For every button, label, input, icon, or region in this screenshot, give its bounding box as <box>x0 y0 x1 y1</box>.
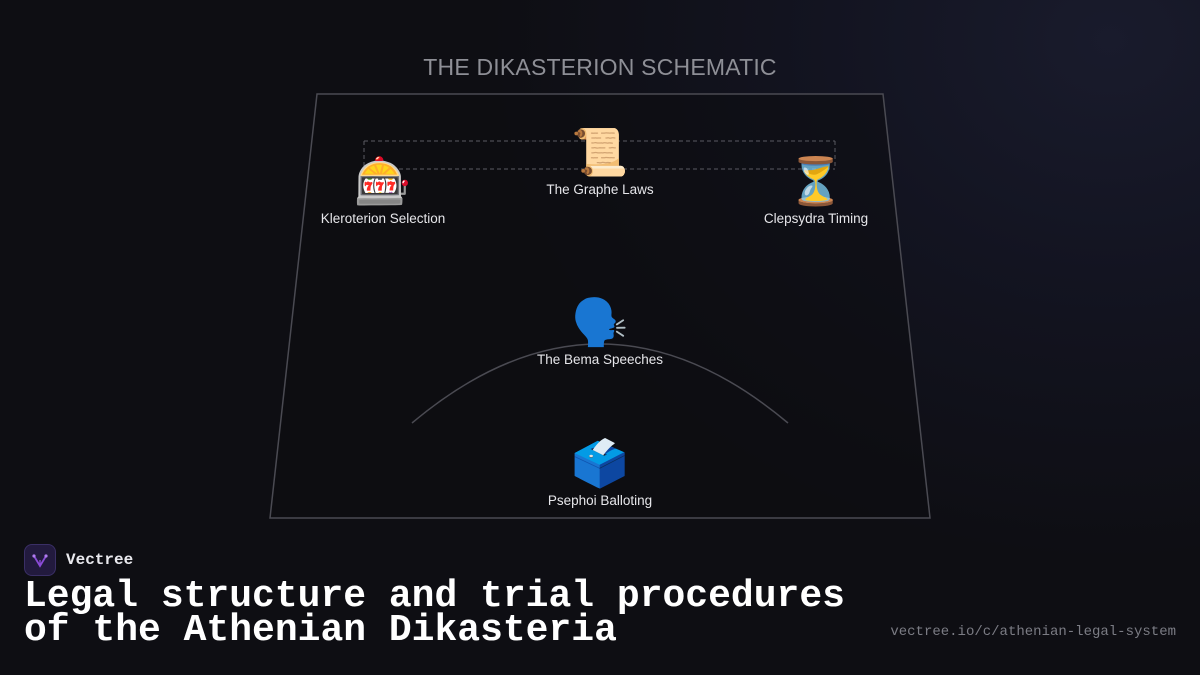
ballot-box-icon: 🗳️ <box>571 436 629 490</box>
node-kleroterion-selection: 🎰 Kleroterion Selection <box>263 153 503 226</box>
scroll-icon: 📜 <box>571 125 629 179</box>
node-label: Clepsydra Timing <box>763 211 869 226</box>
tribunal-arc <box>411 343 789 424</box>
node-graphe-laws: 📜 The Graphe Laws <box>480 124 720 197</box>
diagram-title: THE DIKASTERION SCHEMATIC <box>423 54 777 80</box>
node-label: Kleroterion Selection <box>320 211 446 226</box>
node-bema-speeches: 🗣️ The Bema Speeches <box>480 294 720 367</box>
brand-name: Vectree <box>66 551 134 569</box>
slot-machine-icon: 🎰 <box>354 154 412 208</box>
page-headline: Legal structure and trial procedures of … <box>24 575 845 652</box>
hourglass-icon: ⏳ <box>787 154 845 208</box>
vectree-logo-icon <box>24 544 56 576</box>
speaking-head-icon: 🗣️ <box>571 295 629 349</box>
node-label: The Bema Speeches <box>536 352 664 367</box>
brand: Vectree <box>24 544 133 576</box>
node-clepsydra-timing: ⏳ Clepsydra Timing <box>696 153 936 226</box>
court-frame <box>269 93 931 519</box>
node-psephoi-balloting: 🗳️ Psephoi Balloting <box>480 435 720 508</box>
source-url: vectree.io/c/athenian-legal-system <box>890 624 1176 640</box>
node-label: Psephoi Balloting <box>547 493 653 508</box>
node-label: The Graphe Laws <box>546 182 654 197</box>
